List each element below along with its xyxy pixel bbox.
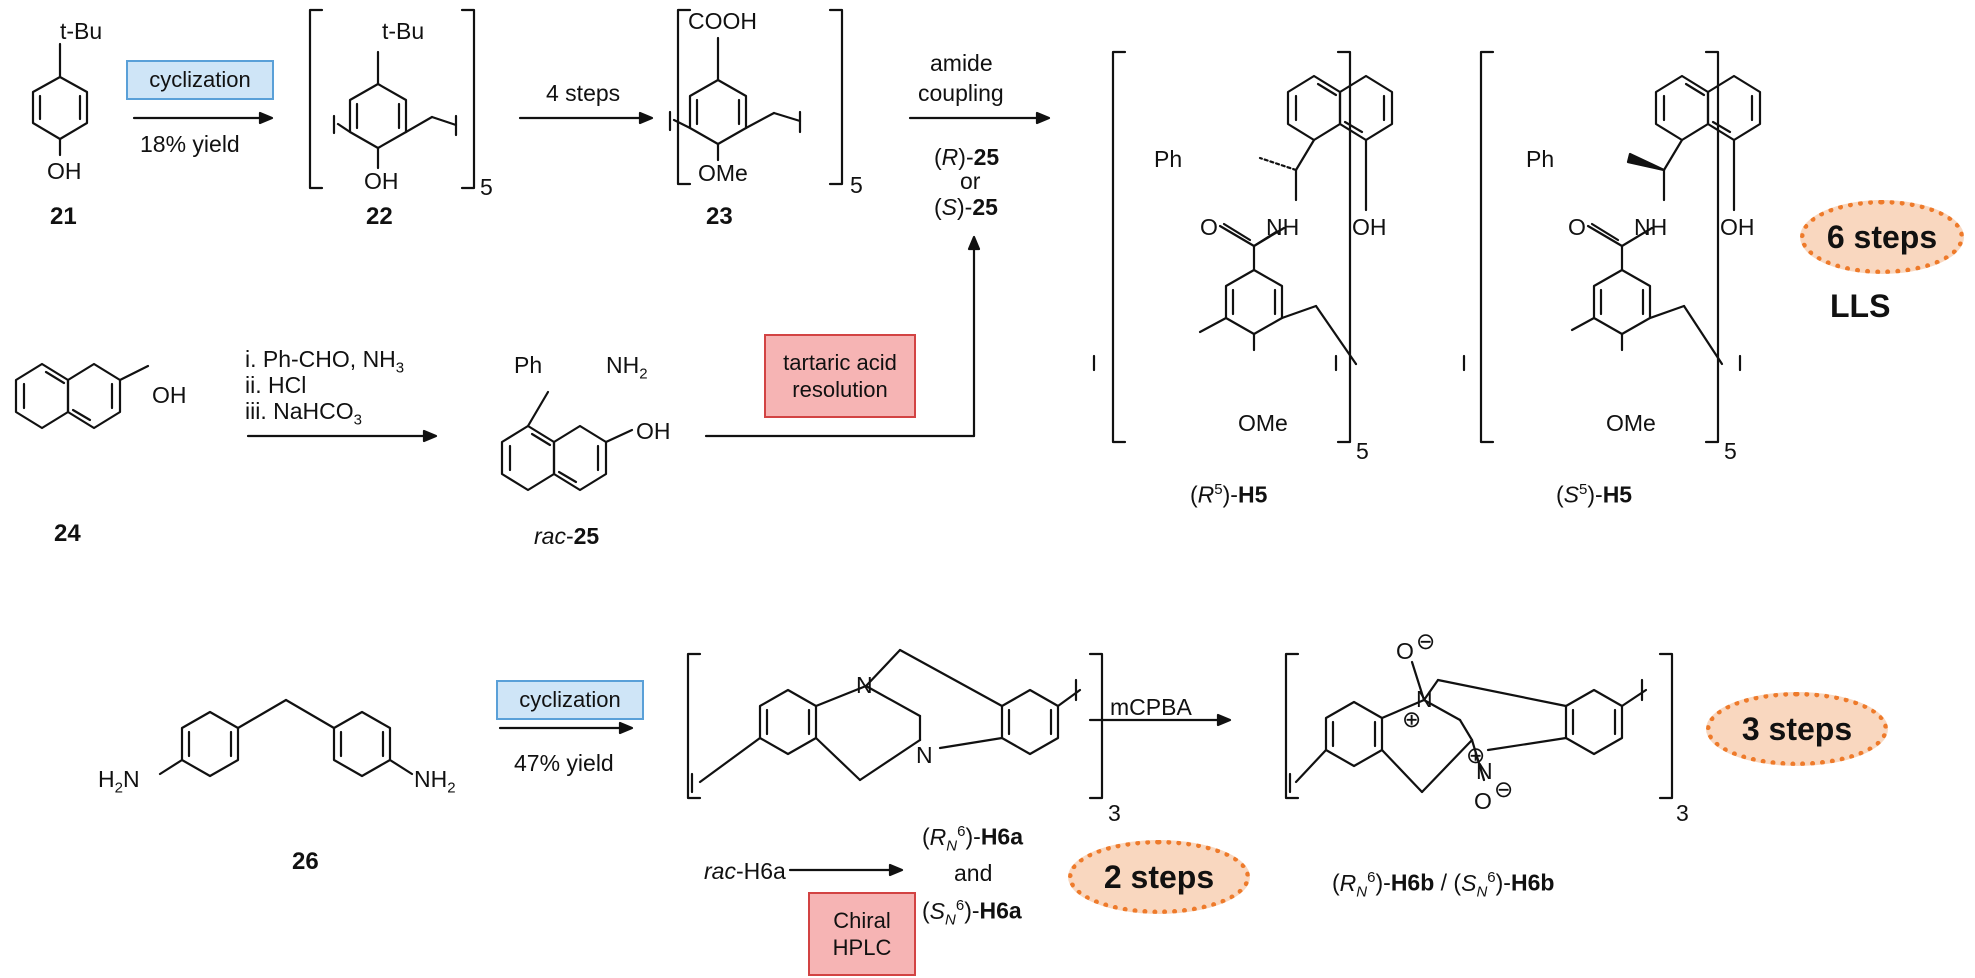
s25-label: (S)-25: [934, 194, 998, 220]
six-steps-badge: 6 steps: [1800, 200, 1964, 274]
arrows-row1: [132, 111, 1051, 443]
coupling-label: coupling: [918, 80, 1004, 106]
tbu-label-22: t-Bu: [382, 18, 425, 44]
tbu-label-21: t-Bu: [60, 18, 103, 44]
oh-label-21: OH: [47, 158, 82, 184]
two-steps-badge: 2 steps: [1068, 840, 1250, 914]
ph-label-r5: Ph: [1154, 146, 1183, 172]
structure-26: [158, 698, 414, 778]
r25-label: (R)-25: [934, 144, 1000, 170]
mcpba-label: mCPBA: [1110, 694, 1192, 720]
structure-rac-25: [500, 390, 634, 492]
rac-h6a-label: rac-H6a: [704, 858, 786, 884]
n-label-h6a-bottom: N: [916, 742, 933, 768]
rn6-h6a-label: (RN6)-H6a: [922, 823, 1024, 855]
three-steps-badge: 3 steps: [1706, 692, 1888, 766]
compound-26: 26: [292, 848, 319, 875]
cyclization-box-1: cyclization: [126, 60, 274, 100]
cooh-label-23: COOH: [688, 8, 757, 34]
minus-h6b-bottom: ⊖: [1494, 776, 1514, 802]
compound-rac-25: rac-25: [534, 523, 600, 549]
minus-h6b-top: ⊖: [1416, 628, 1436, 654]
amide-label: amide: [930, 50, 993, 76]
lls-label: LLS: [1830, 288, 1891, 324]
nh2-label-26: NH2: [414, 766, 456, 797]
compound-24: 24: [54, 520, 81, 547]
reagent-step-i: i. Ph-CHO, NH3: [245, 346, 405, 377]
n-label-h6b-bottom: N: [1476, 758, 1493, 784]
plus-h6b-bottom: ⊕: [1466, 742, 1486, 768]
n-label-h6b-top: N: [1416, 686, 1433, 712]
compound-r5-h5: (R5)-H5: [1190, 481, 1268, 508]
n-label-h6a-top: N: [856, 672, 873, 698]
reagent-step-iii: iii. NaHCO3: [245, 398, 362, 429]
o-label-s5: O: [1568, 214, 1586, 240]
nh-label-r5: NH: [1266, 214, 1300, 240]
subscript-22: 5: [480, 174, 493, 200]
subscript-23: 5: [850, 172, 863, 198]
compound-s5-h5: (S5)-H5: [1556, 481, 1633, 508]
oh-label-r5: OH: [1352, 214, 1387, 240]
oh-label-s5: OH: [1720, 214, 1755, 240]
structure-s5-h5: [1462, 50, 1762, 444]
four-steps-label: 4 steps: [546, 80, 621, 106]
reagent-step-ii: ii. HCl: [245, 372, 307, 398]
plus-h6b-top: ⊕: [1402, 706, 1422, 732]
structure-h6b: [1284, 652, 1674, 800]
compound-23: 23: [706, 203, 733, 230]
compound-h6b: (RN6)-H6b / (SN6)-H6b: [1332, 869, 1555, 901]
nh-label-s5: NH: [1634, 214, 1668, 240]
subscript-h6b: 3: [1676, 800, 1689, 826]
o-label-r5: O: [1200, 214, 1218, 240]
cyclization-box-2: cyclization: [496, 680, 644, 720]
structure-24: [14, 362, 150, 430]
o-label-h6b-bottom: O: [1474, 788, 1492, 814]
subscript-h6a: 3: [1108, 800, 1121, 826]
compound-21: 21: [50, 203, 77, 230]
compound-22: 22: [366, 203, 393, 230]
o-label-h6b-top: O: [1396, 638, 1414, 664]
oh-label-rac25: OH: [636, 418, 671, 444]
ph-label-rac25: Ph: [514, 352, 543, 378]
subscript-r5: 5: [1356, 438, 1369, 464]
ome-label-r5: OMe: [1238, 410, 1288, 436]
subscript-s5: 5: [1724, 438, 1737, 464]
or-label: or: [960, 168, 981, 194]
oh-label-24: OH: [152, 382, 187, 408]
structure-23: [668, 8, 844, 186]
ph-label-s5: Ph: [1526, 146, 1555, 172]
structure-21: [31, 42, 89, 157]
yield-18: 18% yield: [140, 131, 240, 157]
ome-label-s5: OMe: [1606, 410, 1656, 436]
ome-label-23: OMe: [698, 160, 748, 186]
structure-h6a: [686, 648, 1104, 800]
h2n-label-26: H2N: [98, 766, 140, 797]
and-label: and: [954, 860, 993, 886]
sn6-h6a-label: (SN6)-H6a: [922, 897, 1022, 929]
oh-label-22: OH: [364, 168, 399, 194]
structure-r5-h5: [1092, 50, 1394, 444]
nh2-label-rac25: NH2: [606, 352, 648, 383]
structure-22: [308, 8, 476, 190]
arrows-row3: [498, 713, 1232, 877]
yield-47: 47% yield: [514, 750, 614, 776]
